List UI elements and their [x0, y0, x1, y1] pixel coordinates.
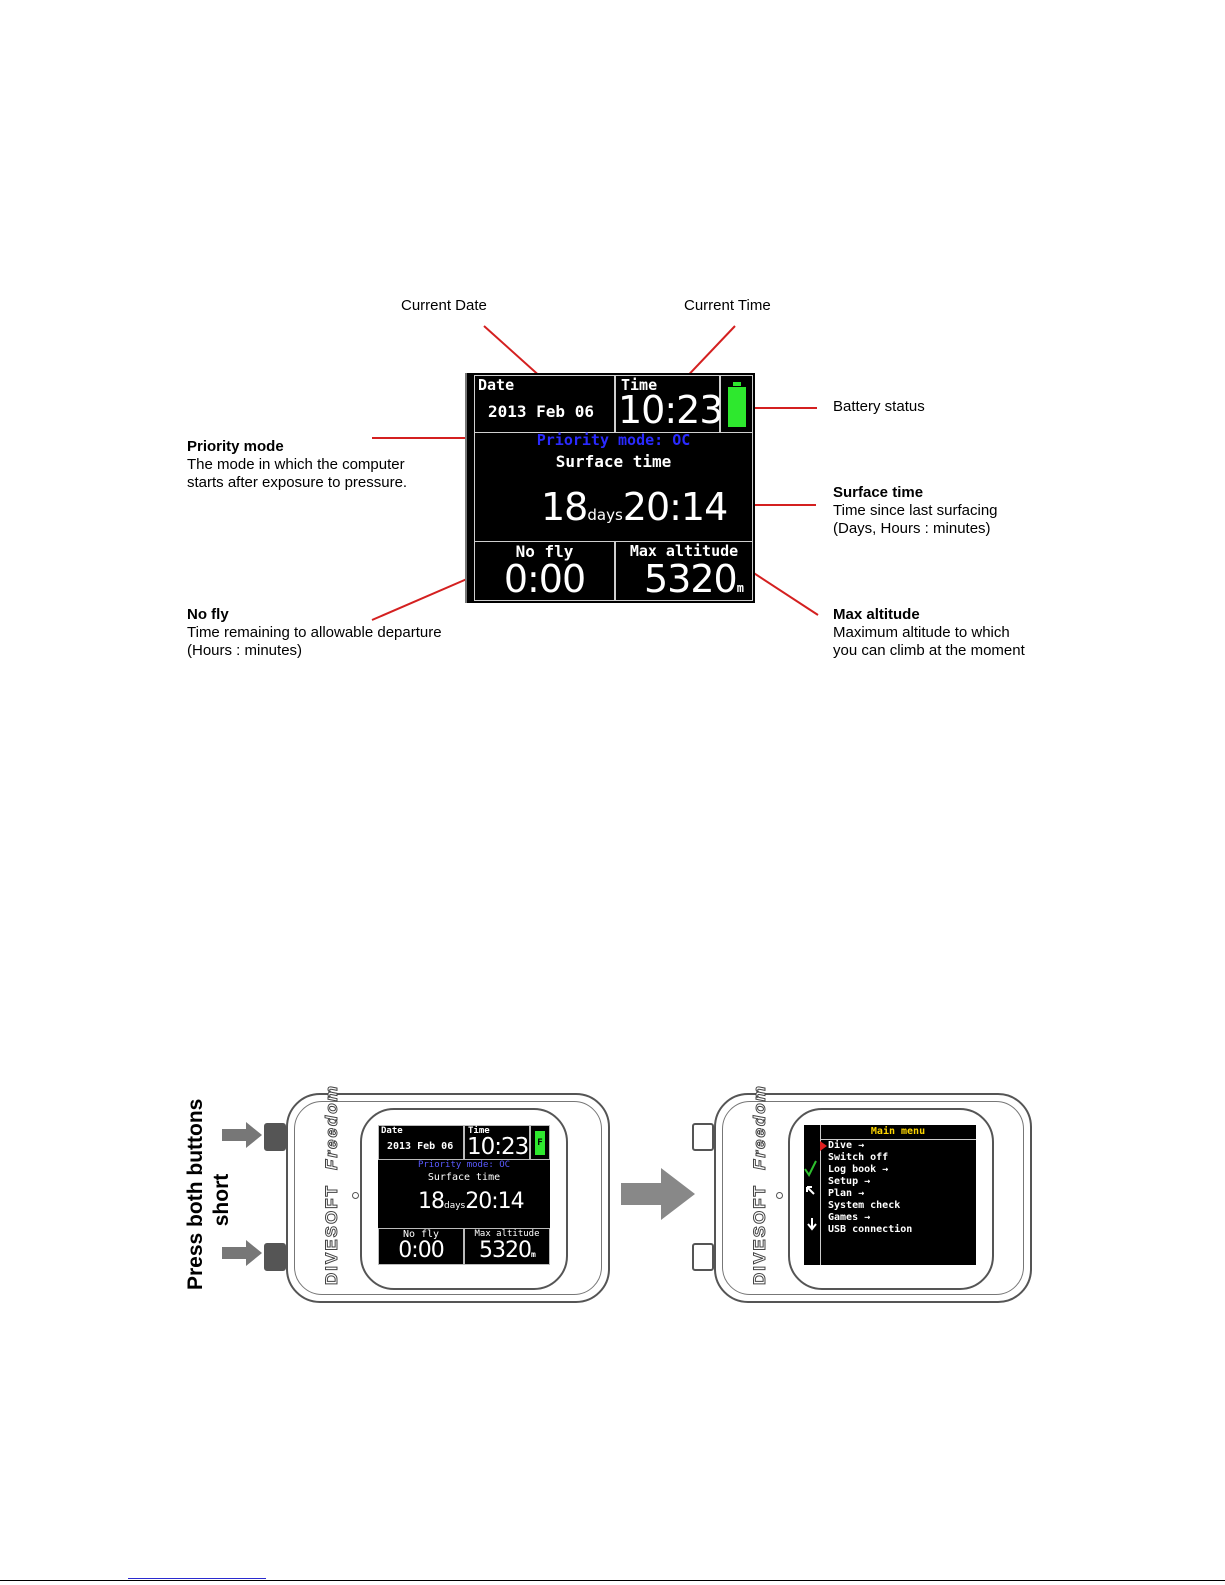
button-top[interactable] — [264, 1123, 286, 1151]
callout-max-altitude: Max altitude Maximum altitude to which y… — [833, 606, 1025, 660]
mini-surface-label: Surface time — [427, 1172, 501, 1183]
line-maxalt — [745, 567, 819, 616]
callout-priority-desc-2: starts after exposure to pressure. — [187, 474, 408, 491]
button-top-right[interactable] — [692, 1123, 714, 1151]
mini-time-value: 10:23 — [467, 1134, 529, 1160]
device-right-screen: Main menu Dive → Switch off Log book → S… — [804, 1125, 976, 1265]
time-label: Time — [621, 376, 658, 394]
time-cell: Time 10:23 — [615, 375, 724, 433]
mini-battery-icon: F — [535, 1131, 545, 1155]
max-altitude-cell: Max altitude 5320m — [615, 541, 753, 601]
mini-date-label: Date — [381, 1126, 403, 1136]
menu-item-setup[interactable]: Setup → — [828, 1176, 871, 1187]
mini-date-value: 2013 Feb 06 — [387, 1141, 454, 1152]
callout-nofly-desc-2: (Hours : minutes) — [187, 642, 303, 659]
footer-rule — [0, 1580, 1225, 1581]
callout-priority-title: Priority mode — [187, 438, 284, 455]
date-cell: Date 2013 Feb 06 — [474, 375, 615, 433]
callout-priority-mode: Priority mode The mode in which the comp… — [187, 438, 407, 492]
surface-days-unit: days — [587, 506, 623, 524]
max-altitude-value: 5320m — [644, 558, 744, 600]
mini-nofly-cell: No fly 0:00 — [378, 1228, 464, 1265]
device-left: DIVESOFTFreedom Date 2013 Feb 06 Time 10… — [262, 1084, 612, 1303]
menu-title: Main menu — [870, 1126, 926, 1137]
time-value: 10:23 — [618, 388, 724, 432]
mini-priority-mode: Priority mode: OC — [417, 1160, 511, 1170]
menu-item-switch-off[interactable]: Switch off — [828, 1152, 889, 1163]
max-altitude-label: Max altitude — [629, 542, 739, 560]
priority-mode-text: Priority mode: OC — [536, 431, 691, 449]
menu-item-usb-connection[interactable]: USB connection — [828, 1224, 913, 1235]
callout-no-fly: No fly Time remaining to allowable depar… — [187, 606, 442, 660]
callout-maxalt-desc-1: Maximum altitude to which — [833, 624, 1010, 641]
menu-item-games[interactable]: Games → — [828, 1212, 871, 1223]
menu-item-dive[interactable]: Dive → — [828, 1140, 865, 1151]
callout-surface-title: Surface time — [833, 484, 924, 501]
surface-days: 18 — [541, 485, 588, 529]
menu-title-bar: Main menu — [820, 1125, 976, 1140]
mini-time-label: Time — [468, 1126, 490, 1136]
device-left-sensor-icon — [352, 1192, 359, 1199]
no-fly-cell: No fly 0:00 — [474, 541, 615, 601]
button-bottom-right[interactable] — [692, 1243, 714, 1271]
device-right-sensor-icon — [776, 1192, 783, 1199]
mini-surface-value: 18days20:14 — [418, 1189, 525, 1214]
device-left-inner-edge — [294, 1101, 602, 1295]
surface-time-label: Surface time — [555, 452, 672, 471]
mini-date-cell: Date 2013 Feb 06 — [378, 1125, 464, 1160]
check-icon — [804, 1160, 817, 1177]
callout-nofly-title: No fly — [187, 606, 229, 623]
battery-cell — [720, 375, 753, 433]
max-altitude-number: 5320 — [644, 557, 738, 601]
battery-icon — [728, 382, 746, 427]
surface-time-value: 18days20:14 — [541, 485, 729, 529]
footer-link-underline — [128, 1578, 266, 1579]
menu-item-system-check[interactable]: System check — [828, 1200, 901, 1211]
no-fly-value: 0:00 — [503, 557, 586, 601]
max-altitude-unit: m — [736, 581, 744, 595]
label-battery-status: Battery status — [833, 398, 925, 415]
callout-surface-time: Surface time Time since last surfacing (… — [833, 484, 998, 538]
callout-maxalt-title: Max altitude — [833, 606, 920, 623]
mini-battery-cell: F — [530, 1125, 550, 1160]
device-right: DIVESOFTFreedom Main menu Dive → Switch … — [690, 1084, 1040, 1303]
label-current-date: Current Date — [401, 297, 487, 314]
mini-maxalt-cell: Max altitude 5320m — [464, 1228, 550, 1265]
device-right-brand: DIVESOFTFreedom — [750, 1084, 770, 1286]
callout-surface-desc-2: (Days, Hours : minutes) — [833, 520, 991, 537]
menu-item-plan[interactable]: Plan → — [828, 1188, 865, 1199]
date-value: 2013 Feb 06 — [488, 402, 594, 421]
callout-nofly-desc-1: Time remaining to allowable departure — [187, 624, 442, 641]
callout-surface-desc-1: Time since last surfacing — [833, 502, 998, 519]
device-right-inner-edge — [722, 1101, 1024, 1295]
callout-maxalt-desc-2: you can climb at the moment — [833, 642, 1025, 659]
menu-side-icons — [804, 1160, 817, 1231]
press-arrow-top-icon — [222, 1122, 262, 1148]
surface-hm: 20:14 — [622, 485, 729, 529]
device-left-screen: Date 2013 Feb 06 Time 10:23 F Priority m… — [378, 1125, 550, 1265]
press-instruction-line-1: Press both buttons — [184, 1098, 207, 1290]
back-arrow-icon — [806, 1186, 815, 1195]
menu-item-log-book[interactable]: Log book → — [828, 1164, 889, 1175]
no-fly-label: No fly — [515, 542, 574, 561]
surface-cell: Priority mode: OC Surface time 18days20:… — [474, 431, 753, 541]
date-label: Date — [478, 376, 515, 394]
press-arrow-bottom-icon — [222, 1240, 262, 1266]
dive-computer-screen: Date 2013 Feb 06 Time 10:23 Priority mod… — [467, 373, 755, 603]
device-left-brand: DIVESOFTFreedom — [322, 1084, 342, 1286]
callout-priority-desc-1: The mode in which the computer — [187, 456, 405, 473]
mini-time-cell: Time 10:23 — [464, 1125, 530, 1160]
menu-side-bar — [804, 1125, 821, 1265]
menu-cursor-icon — [820, 1141, 827, 1151]
button-bottom[interactable] — [264, 1243, 286, 1271]
transition-arrow-icon — [621, 1168, 695, 1220]
down-arrow-icon — [807, 1218, 817, 1231]
label-current-time: Current Time — [684, 297, 771, 314]
